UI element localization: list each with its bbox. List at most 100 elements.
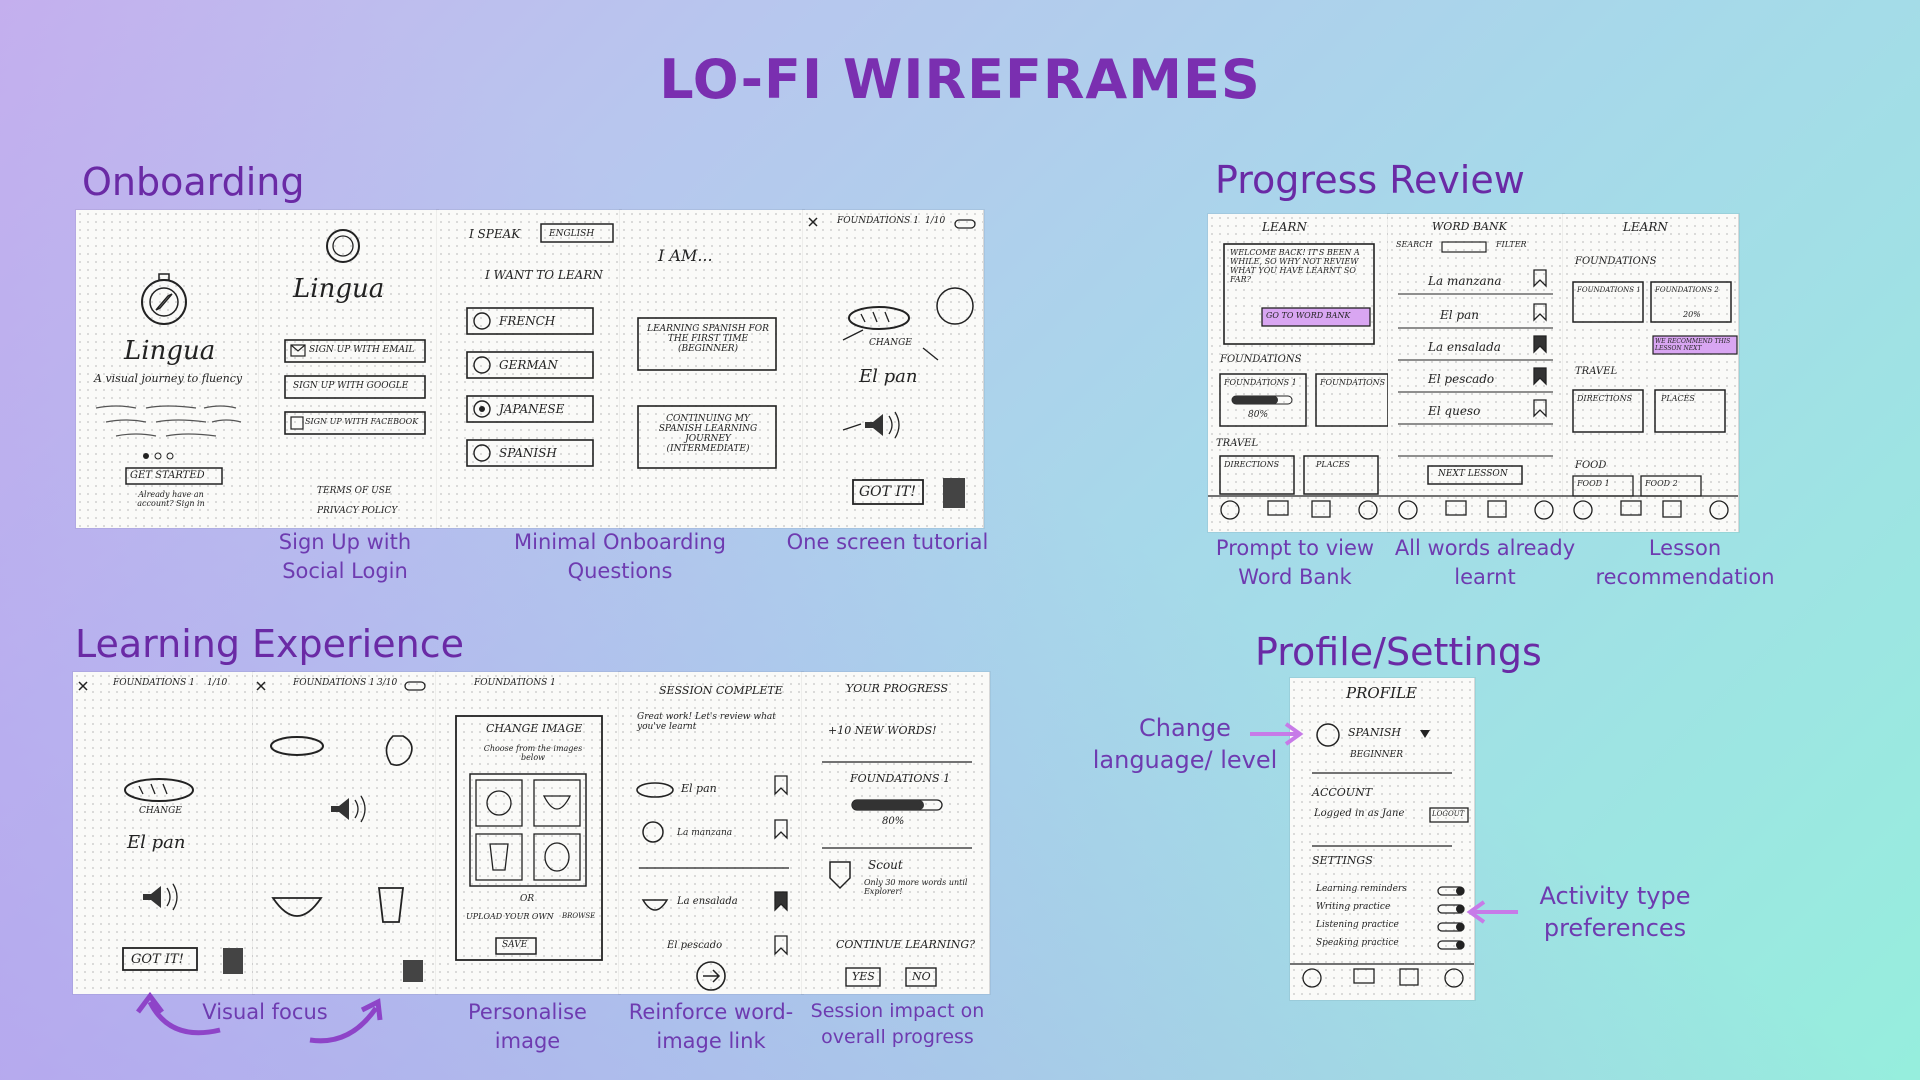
english-dropdown: ENGLISH [549,229,595,239]
choose-images-label: Choose from the images below [483,744,583,762]
annotation-change-language: Change language/ level [1092,714,1278,774]
wireframe-profile: PROFILE SPANISH BEGINNER ACCOUNT Logged … [1290,678,1475,1000]
app-name: Lingua [124,336,216,366]
signup-facebook-button: SIGN UP WITH FACEBOOK [305,417,419,426]
caption-session-impact: Session impact on overall progress [810,1000,985,1048]
wireframe-word-bank: WORD BANK SEARCH FILTER La manzana El pa… [1388,214,1564,532]
privacy-link: PRIVACY POLICY [317,506,398,516]
profile-title: Profile/Settings [1255,630,1542,674]
foundations-header: FOUNDATIONS [1220,354,1302,365]
annotation-activity-preferences: Activity type preferences [1539,882,1691,942]
lesson-header: FOUNDATIONS 1 [293,678,375,688]
arrow-change-language [1250,722,1304,746]
beginner-option: LEARNING SPANISH FOR THE FIRST TIME (BEG… [647,324,769,354]
your-progress-sketch [822,761,972,987]
filter-label: FILTER [1496,240,1527,249]
tutorial-sketch [808,217,976,508]
travel-header: TRAVEL [1575,366,1618,377]
wireframe-lesson-quiz: FOUNDATIONS 1 3/10 [253,672,437,994]
session-complete-sketch [636,775,789,991]
foundations-1-card: FOUNDATIONS 1 [1224,378,1297,387]
no-button: NO [912,970,931,983]
lesson-word-sketch [78,681,243,974]
lesson-count: 3/10 [377,678,398,688]
lesson-quiz-sketch [256,681,426,982]
toggle-label: Learning reminders [1316,884,1407,894]
option-french: FRENCH [499,314,556,328]
terms-link: TERMS OF USE [317,486,392,496]
places-card: PLACES [1661,394,1695,403]
recommend-badge: WE RECOMMEND THIS LESSON NEXT [1655,338,1731,352]
onboarding-title: Onboarding [82,160,305,204]
change-label: CHANGE [139,806,182,816]
foundations-1-percent: 80% [1248,410,1269,420]
next-lesson-button: NEXT LESSON [1438,469,1508,479]
app-name: Lingua [293,274,385,304]
learnt-word: La ensalada [677,896,738,907]
want-learn-label: I WANT TO LEARN [485,268,603,282]
settings-header: SETTINGS [1312,854,1373,867]
review-message: Great work! Let's review what you've lea… [637,712,776,732]
scout-level: Scout [868,858,903,872]
food-header: FOOD [1575,460,1607,471]
learning-title: Learning Experience [75,622,464,666]
welcome-message: WELCOME BACK! IT'S BEEN A WHILE, SO WHY … [1230,248,1360,284]
or-label: OR [520,894,535,904]
wireframe-signup: Lingua SIGN UP WITH EMAIL SIGN UP WITH G… [259,210,438,528]
get-started-button: GET STARTED [130,470,205,481]
caption-visual-focus: Visual focus [202,1000,328,1024]
toggle-label: Speaking practice [1316,938,1399,948]
got-it-button: GOT IT! [131,952,184,967]
wireframe-learn-prompt: LEARN WELCOME BACK! IT'S BEEN A WHILE, S… [1208,214,1389,532]
wireframe-recommendation: LEARN FOUNDATIONS FOUNDATIONS 1 FOUNDATI… [1563,214,1739,532]
go-to-word-bank-button: GO TO WORD BANK [1266,311,1351,320]
account-header: ACCOUNT [1312,786,1373,799]
foundations-2-card: FOUNDATIONS 2 [1655,286,1719,294]
word-item: El pan [1440,308,1479,322]
wireframe-language: I SPEAK ENGLISH I WANT TO LEARN FRENCH G… [437,210,621,528]
places-card: PLACES [1316,460,1350,469]
save-button: SAVE [502,940,528,950]
wireframe-level: I AM... LEARNING SPANISH FOR THE FIRST T… [620,210,804,528]
caption-sign-up: Sign Up with Social Login [278,530,412,583]
progress-title: Progress Review [1215,158,1525,202]
option-german: GERMAN [499,358,558,372]
word-item: La manzana [1428,274,1502,288]
word-bank-sketch [1388,241,1563,520]
i-am-label: I AM... [658,246,713,265]
option-japanese: JAPANESE [499,402,565,416]
word-bank-header: WORD BANK [1432,220,1507,233]
language-selector: SPANISH [1348,726,1401,739]
i-speak-label: I SPEAK [469,227,521,241]
caption-tutorial: One screen tutorial [786,530,989,554]
sign-in-link: Already have an account? Sign in [137,490,205,508]
browse-button: BROWSE [562,912,596,920]
learnt-word: La manzana [677,828,733,838]
lesson-header: FOUNDATIONS 1 [113,678,195,688]
progress-percent: 80% [882,816,905,827]
word-label: El pan [859,366,918,387]
foundations-2-percent: 20% [1683,310,1701,319]
your-progress-header: YOUR PROGRESS [846,682,949,695]
food-1-card: FOOD 1 [1577,479,1610,488]
change-image-header: CHANGE IMAGE [486,722,583,735]
arrow-activity-preferences [1466,900,1518,924]
wireframe-session-complete: SESSION COMPLETE Great work! Let's revie… [619,672,803,994]
yes-button: YES [852,970,875,983]
caption-prompt-word-bank: Prompt to view Word Bank [1215,536,1375,589]
caption-reinforce-link: Reinforce word-image link [628,1000,794,1053]
option-spanish: SPANISH [499,446,557,460]
logged-in-label: Logged in as Jane [1314,808,1405,819]
directions-card: DIRECTIONS [1224,460,1280,469]
lesson-header: FOUNDATIONS 1 [474,678,556,688]
wireframe-lesson-word: FOUNDATIONS 1 1/10 CHANGE El pan GOT IT! [73,672,254,994]
signup-email-button: SIGN UP WITH EMAIL [309,345,415,355]
session-complete-header: SESSION COMPLETE [659,684,783,697]
food-2-card: FOOD 2 [1645,479,1678,488]
wireframe-tutorial: FOUNDATIONS 1 1/10 CHANGE El pan GOT IT! [803,210,984,528]
learnt-word: El pan [681,782,717,795]
signup-google-button: SIGN UP WITH GOOGLE [293,381,409,391]
recommendation-sketch [1563,281,1738,520]
word-label: El pan [127,832,186,853]
upload-label: UPLOAD YOUR OWN [466,912,554,921]
